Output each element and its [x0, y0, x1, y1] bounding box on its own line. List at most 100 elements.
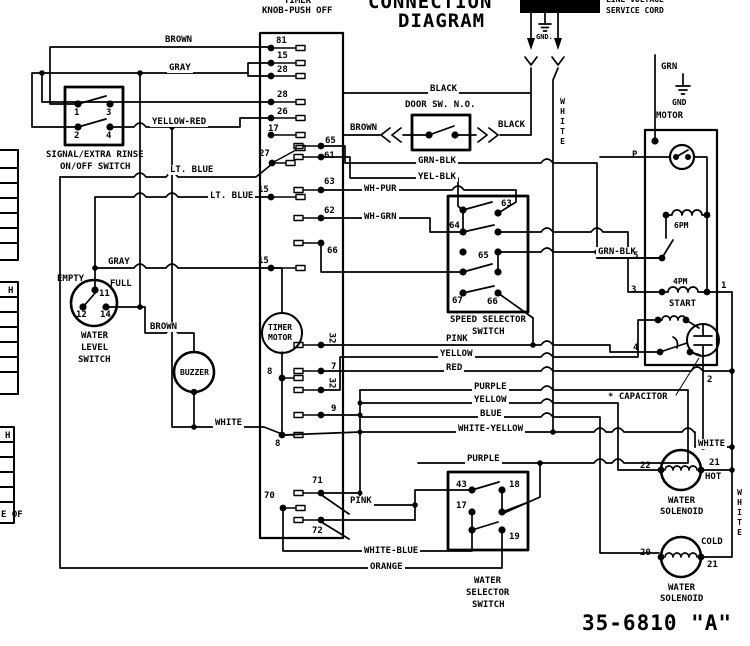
right-trunk [700, 291, 733, 558]
speed-terminal-65: 65 [478, 251, 489, 261]
timer-terminal-7: 7 [331, 362, 337, 372]
motor-protector-circle [668, 143, 696, 171]
timer-terminal-63: 63 [324, 177, 335, 187]
rinse-caption-line2: ON/OFF SWITCH [60, 162, 131, 172]
wire-71 [320, 492, 361, 515]
solenoid-cold-terminal-21: 21 [705, 560, 720, 570]
timer-terminal-15a: 15 [277, 51, 288, 61]
wire-label-purple-bottom: PURPLE [465, 454, 502, 464]
wire-lt-blue-2 [94, 192, 272, 289]
wire-yellow-red [109, 117, 272, 128]
timer-right-65-grnblk [320, 145, 660, 259]
timer-header: KNOB-PUSH OFF [262, 6, 333, 16]
water-level-caption2: LEVEL [81, 343, 109, 353]
motor-p-line [599, 149, 708, 293]
door-switch-box [410, 113, 472, 152]
motor-gnd-symbol [675, 73, 691, 95]
wire-label-grn: GRN [661, 62, 678, 72]
timer-terminal-72: 72 [312, 526, 323, 536]
solenoid-hot-caption1: WATER [668, 496, 696, 506]
wire-label-black-top: BLACK [428, 84, 460, 94]
door-wires [342, 125, 532, 136]
speed-terminal-66: 66 [487, 297, 498, 307]
speed-caption-line1: SPEED SELECTOR [450, 315, 526, 325]
motor-terminal-3: 3 [631, 285, 637, 295]
timer-terminal-26: 26 [277, 107, 288, 117]
wire-pink-mid [320, 340, 658, 353]
wire-label-yellow-mid: YELLOW [438, 349, 475, 359]
service-gnd-label: GND. [536, 33, 553, 41]
water-level-terminal-14: 14 [100, 310, 111, 320]
speed-exit-b3 [497, 247, 598, 253]
rinse-terminal-2: 2 [74, 131, 80, 141]
motor-start-label: START [669, 299, 697, 309]
left-edge-fragment-2: H [5, 431, 11, 441]
wire-red-mid [320, 366, 733, 372]
water-level-caption3: SWITCH [78, 355, 111, 365]
service-cord-block [520, 0, 600, 13]
left-edge-fragment-1: H [8, 286, 14, 296]
water-sel-caption1: WATER [474, 576, 502, 586]
wire-label-yel-blk: YEL-BLK [416, 172, 458, 182]
timer-terminal-62: 62 [324, 206, 335, 216]
rinse-terminal-4: 4 [106, 131, 112, 141]
label-hot: HOT [705, 472, 722, 482]
left-edge-fragment-3: E OF [1, 510, 23, 520]
page-title-line1: CONNECTION [368, 0, 493, 13]
door-switch-caption: DOOR SW. N.O. [405, 100, 476, 110]
solenoid-cold-caption2: SOLENOID [660, 594, 704, 604]
wire-blue-mid [359, 412, 660, 554]
junction-dots [39, 44, 735, 561]
wire-label-red-mid: RED [444, 363, 465, 373]
wire-label-gray-mid: GRAY [106, 257, 132, 267]
speed-terminal-64: 64 [449, 221, 460, 231]
speed-exit-b5 [497, 292, 534, 346]
label-cold: COLD [701, 537, 723, 547]
wire-label-white-yellow: WHITE-YELLOW [456, 424, 526, 434]
timer-motor-label1: TIMER [268, 323, 293, 332]
solenoid-hot-terminal-21: 21 [707, 458, 722, 468]
timer-terminal-32a: 32 [326, 332, 337, 344]
timer-terminal-81: 81 [276, 36, 287, 46]
water-sel-terminal-19: 19 [509, 532, 520, 542]
solenoid-cold-terminal-20: 20 [640, 548, 651, 558]
timer-motor-label2: MOTOR [268, 333, 293, 342]
timer-terminal-8b: 8 [275, 439, 281, 449]
timer-terminal-70: 70 [264, 491, 275, 501]
door-chevrons [380, 127, 499, 143]
wire-white-yellow [281, 427, 733, 448]
timer-terminal-66: 66 [327, 246, 338, 256]
page-title-line2: DIAGRAM [398, 10, 486, 32]
motor-6pm-label: 6PM [674, 221, 689, 230]
wire-label-white-vertical-right: WHITE [735, 488, 744, 538]
motor-terminal-5: 5 [633, 251, 639, 261]
water-level-circle [69, 278, 119, 328]
motor-terminal-4: 4 [633, 343, 639, 353]
speed-terminal-63: 63 [501, 199, 512, 209]
service-chevrons [524, 56, 565, 66]
timer-terminal-71: 71 [312, 476, 323, 486]
timer-terminal-61: 61 [324, 151, 335, 161]
speed-selector-internal [462, 201, 499, 294]
solenoid-cold-caption1: WATER [668, 583, 696, 593]
service-gnd-symbol [538, 23, 552, 32]
timer-terminal-15b: 15 [258, 185, 269, 195]
timer-right-63-whpur [320, 185, 517, 213]
timer-terminal-28a: 28 [277, 65, 288, 75]
wire-label-empty: EMPTY [57, 274, 85, 284]
wire-label-full: FULL [110, 279, 132, 289]
motor-start [657, 315, 700, 329]
timer-motor-circle [261, 312, 303, 354]
wire-lt-blue-1 [59, 163, 273, 178]
wire-label-blue-mid: BLUE [478, 409, 504, 419]
timer-terminal-9: 9 [331, 404, 337, 414]
wire-label-gray-top: GRAY [167, 63, 193, 73]
timer-right-61-yelblk [320, 156, 464, 212]
water-level-caption1: WATER [81, 331, 109, 341]
timer-spade-connectors [270, 44, 322, 524]
wire-label-white-top-right: WHITE [696, 439, 728, 449]
wire-label-brown-door: BROWN [348, 123, 380, 133]
rinse-caption-line1: SIGNAL/EXTRA RINSE [46, 150, 144, 160]
